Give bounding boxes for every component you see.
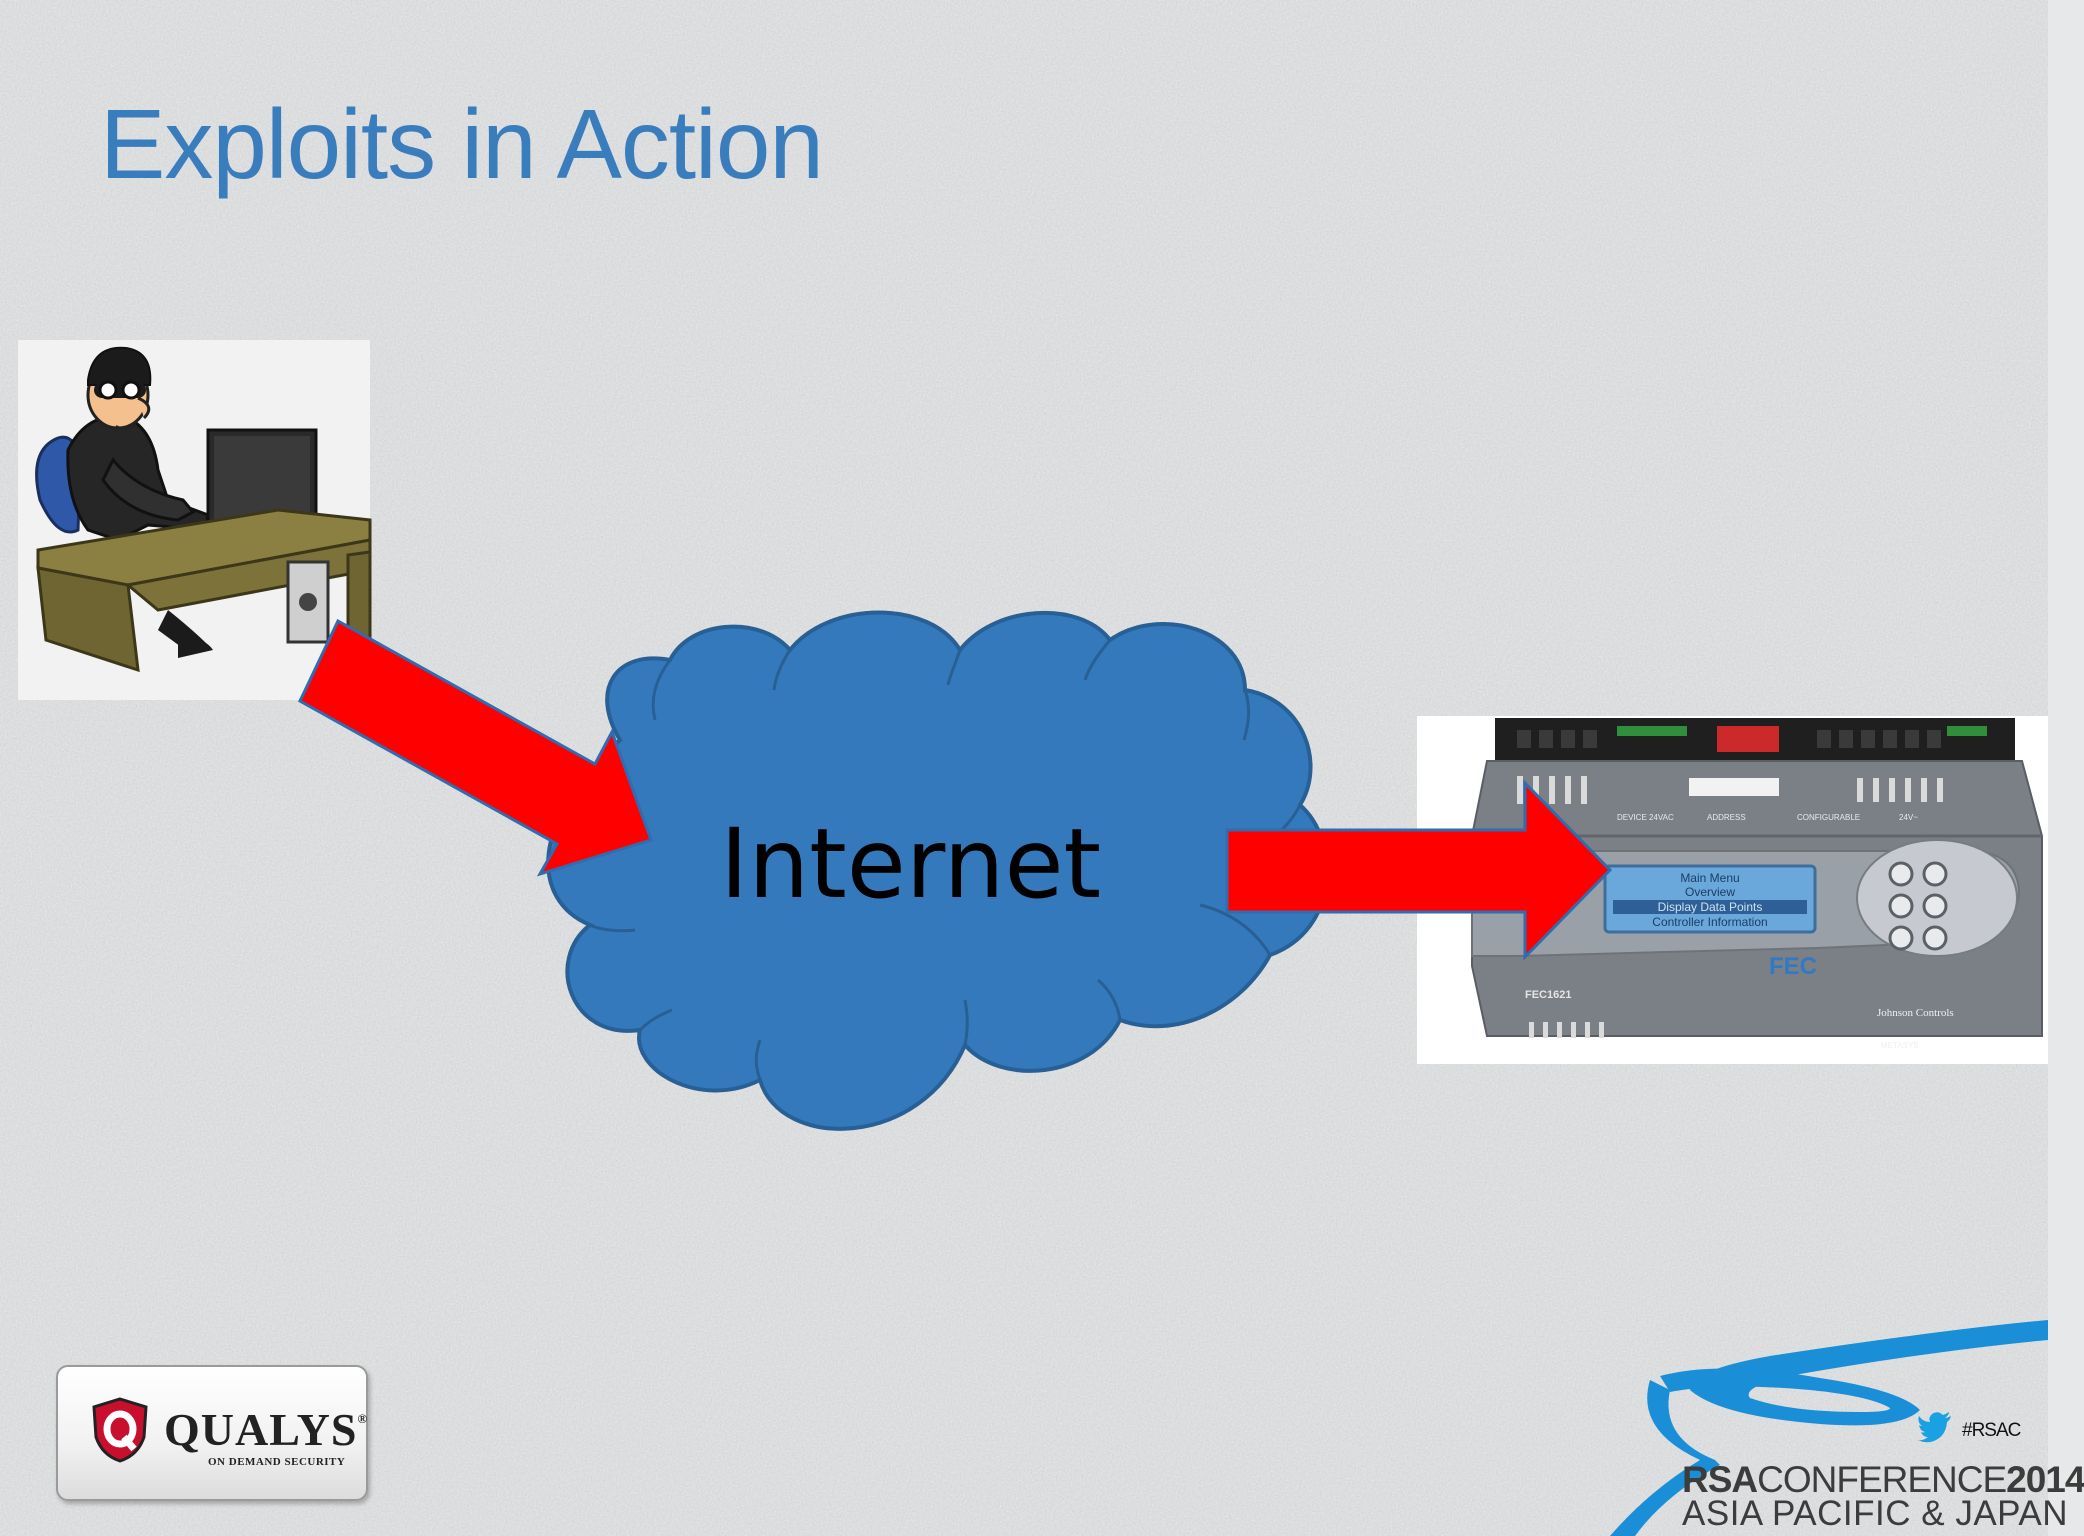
qualys-shield-icon bbox=[92, 1397, 148, 1463]
internet-label: Internet bbox=[720, 808, 1102, 920]
device-screen-line-2: Overview bbox=[1685, 885, 1735, 899]
rsa-conference-name: RSACONFERENCE2014 bbox=[1682, 1459, 2084, 1501]
device-panel-label: FEC bbox=[1769, 953, 1817, 980]
svg-text:24V~: 24V~ bbox=[1899, 813, 1918, 822]
qualys-tagline: ON DEMAND SECURITY bbox=[208, 1456, 346, 1468]
rsa-swoosh-graphic bbox=[1610, 1320, 2048, 1536]
twitter-bird-icon bbox=[1918, 1412, 1951, 1443]
rsa-name-prefix: RSA bbox=[1682, 1459, 1758, 1500]
qualys-logo: QUALYS® ON DEMAND SECURITY bbox=[56, 1365, 368, 1501]
svg-text:CONFIGURABLE: CONFIGURABLE bbox=[1797, 813, 1860, 822]
arrow-internet-to-controller bbox=[1225, 779, 1613, 961]
rsa-year: 2014 bbox=[2006, 1459, 2084, 1500]
rsac-hashtag: #RSAC bbox=[1962, 1420, 2021, 1441]
device-screen-line-4: Controller Information bbox=[1652, 915, 1767, 929]
rsa-conference-region: ASIA PACIFIC & JAPAN bbox=[1682, 1494, 2069, 1533]
svg-text:ADDRESS: ADDRESS bbox=[1707, 813, 1746, 822]
slide-title: Exploits in Action bbox=[100, 89, 824, 199]
hacker-illustration bbox=[18, 340, 372, 700]
qualys-brand-text: QUALYS bbox=[164, 1404, 358, 1455]
rsa-name-middle: CONFERENCE bbox=[1757, 1459, 2007, 1500]
device-brand: Johnson Controls bbox=[1877, 1007, 1954, 1019]
device-series: METASYS bbox=[1881, 1041, 1919, 1050]
internet-cloud bbox=[546, 610, 1329, 1131]
device-model: FEC1621 bbox=[1525, 989, 1571, 1001]
arrow-attacker-to-internet bbox=[298, 618, 653, 877]
svg-text:DEVICE 24VAC: DEVICE 24VAC bbox=[1617, 813, 1674, 822]
qualys-brand-name: QUALYS® bbox=[164, 1404, 369, 1455]
device-screen-line-3: Display Data Points bbox=[1658, 900, 1763, 914]
device-screen-line-1: Main Menu bbox=[1680, 871, 1739, 885]
